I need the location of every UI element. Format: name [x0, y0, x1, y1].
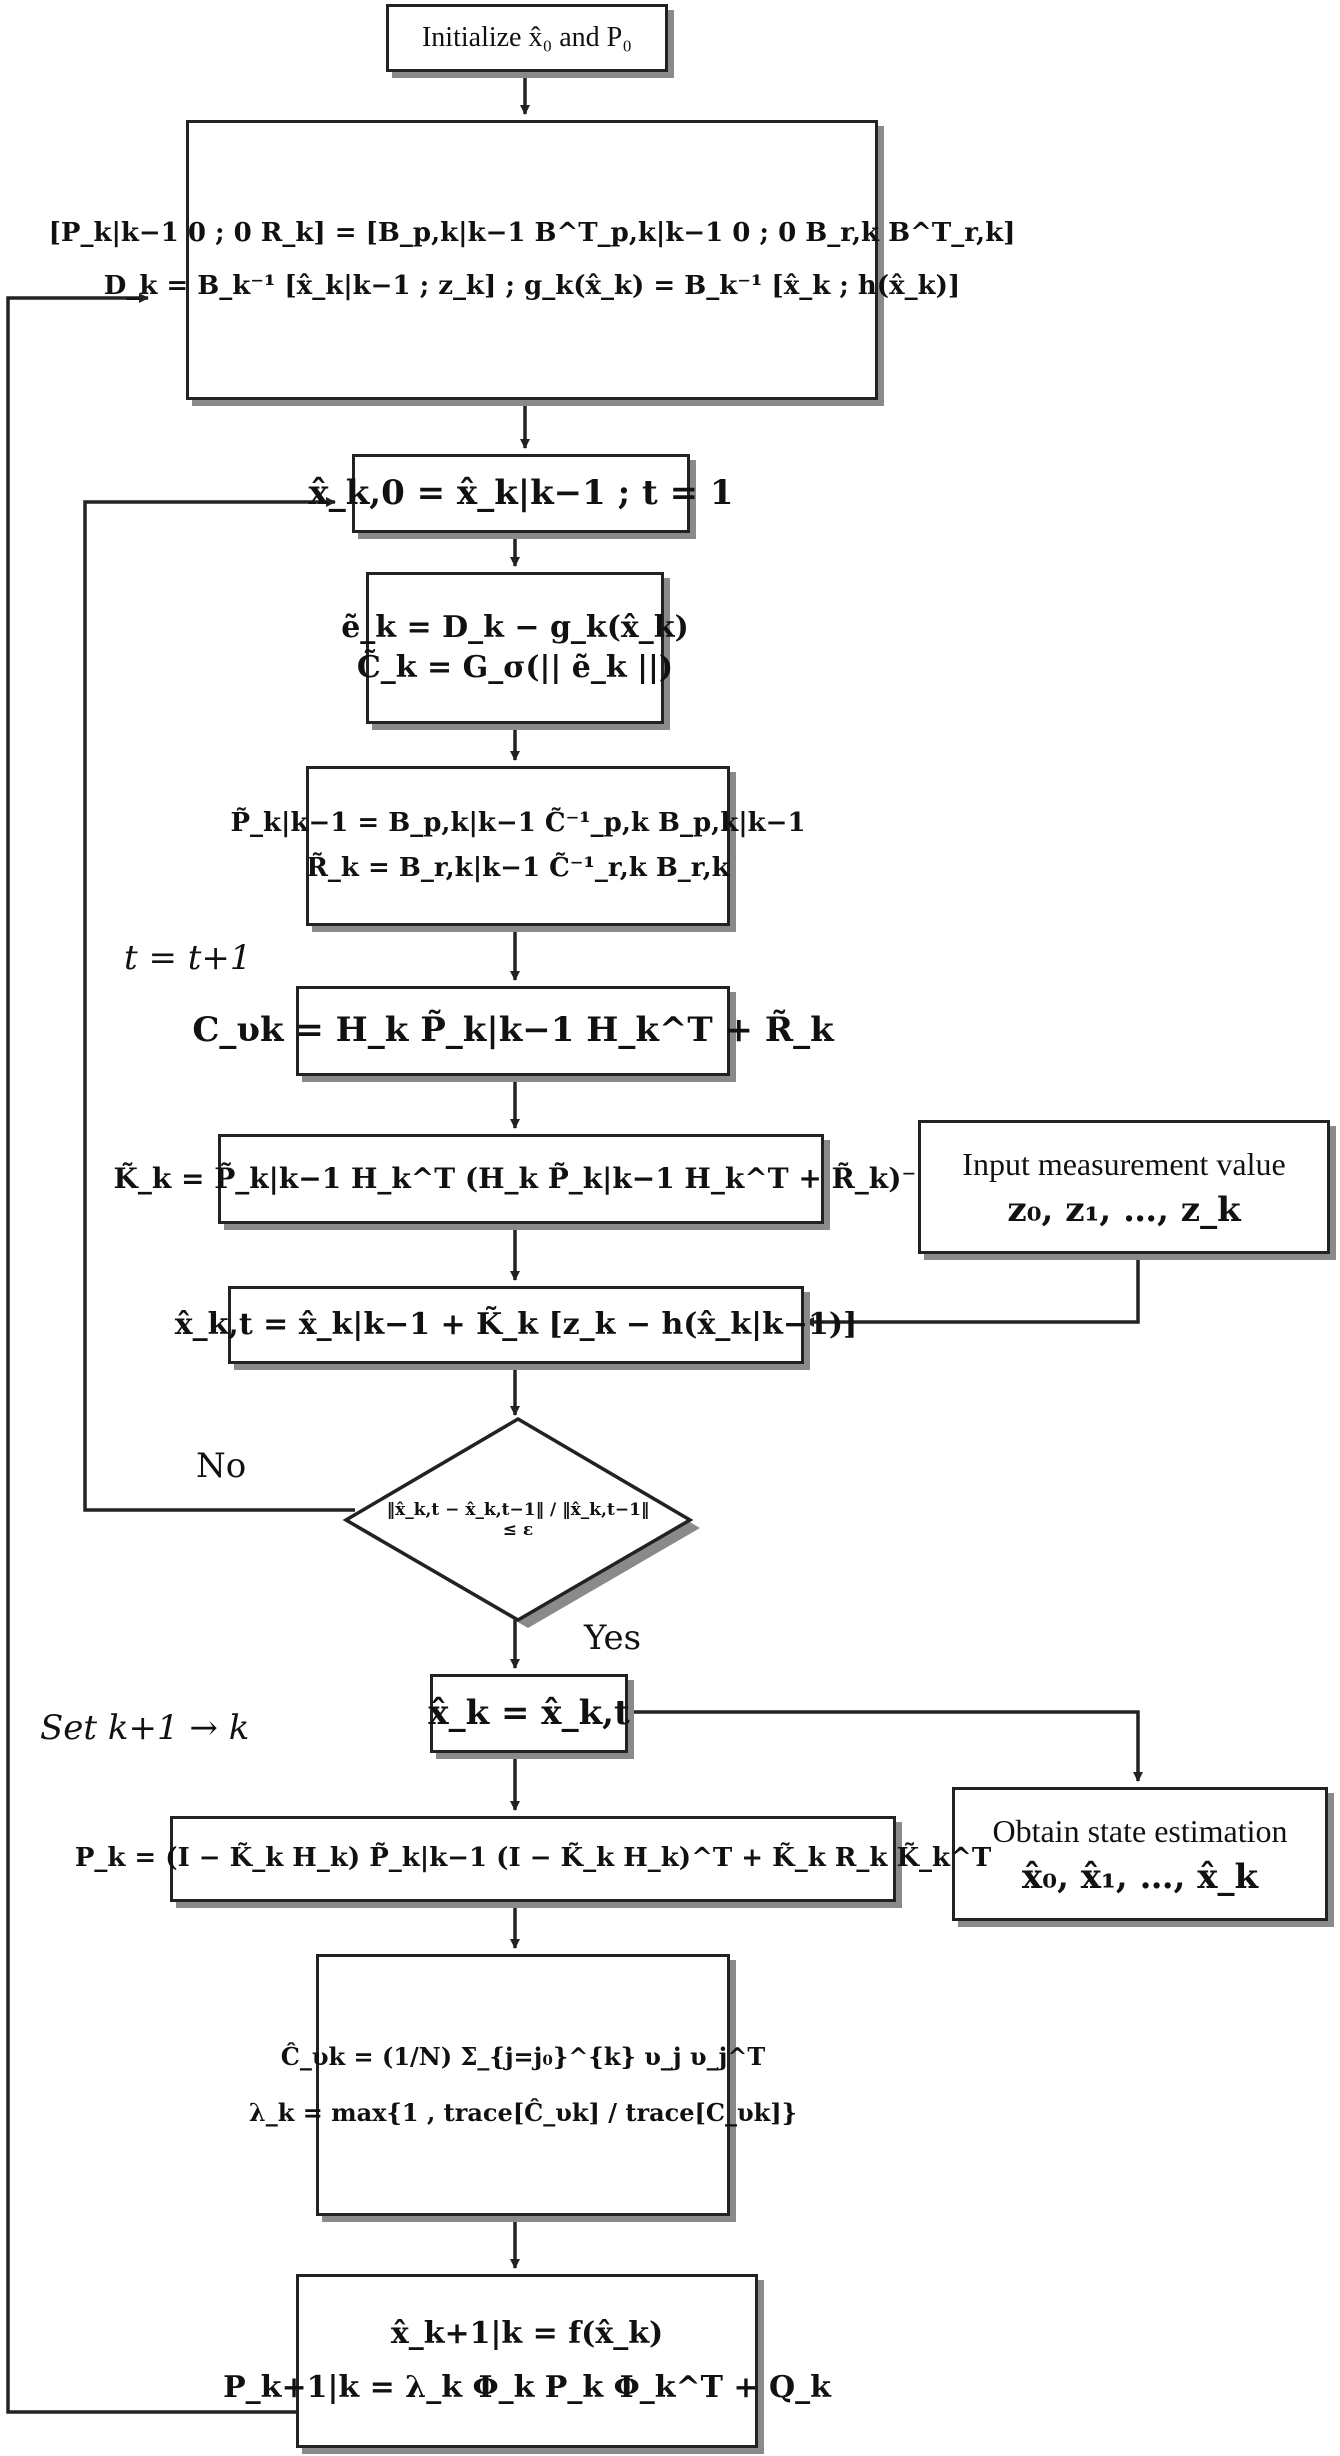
- yes-label: Yes: [584, 1618, 642, 1658]
- arrow-accept-output: [628, 1710, 1143, 1782]
- output-box: Obtain state estimation x̂₀, x̂₁, …, x̂_…: [952, 1787, 1328, 1921]
- modified-p-eq: P̃_k|k−1 = B_p,k|k−1 C̃⁻¹_p,k B_p,k|k−1: [230, 807, 806, 838]
- gain-box: K̃_k = P̃_k|k−1 H_k^T (H_k P̃_k|k−1 H_k^…: [114, 1134, 929, 1224]
- prior-box: [P_k|k−1 0 ; 0 R_k] = [B_p,k|k−1 B^T_p,k…: [49, 120, 1015, 400]
- arrow-input-update: [804, 1254, 1140, 1327]
- input-values: z₀, z₁, …, z_k: [1007, 1190, 1241, 1231]
- update-eq: x̂_k,t = x̂_k|k−1 + K̃_k [z_k − h(x̂_k|k…: [174, 1306, 858, 1342]
- state-prediction-eq: x̂_k+1|k = f(x̂_k): [390, 2315, 664, 2351]
- input-title: Input measurement value: [962, 1146, 1286, 1183]
- modified-cov-box: P̃_k|k−1 = B_p,k|k−1 C̃⁻¹_p,k B_p,k|k−1 …: [230, 766, 806, 926]
- accept-box: x̂_k = x̂_k,t: [428, 1674, 630, 1753]
- loop-inner: [83, 497, 355, 1512]
- modified-r-eq: R̃_k = B_r,k|k−1 C̃⁻¹_r,k B_r,k: [306, 853, 730, 883]
- covariance-prediction-eq: P_k+1|k = λ_k Φ_k P_k Φ_k^T + Q_k: [223, 2370, 831, 2405]
- posterior-cov-eq: P_k = (I − K̃_k H_k) P̃_k|k−1 (I − K̃_k …: [74, 1843, 992, 1874]
- iter-init-box: x̂_k,0 = x̂_k|k−1 ; t = 1: [308, 454, 734, 533]
- iter-init-eq: x̂_k,0 = x̂_k|k−1 ; t = 1: [308, 472, 734, 513]
- innovation-cov-box: C_υk = H_k P̃_k|k−1 H_k^T + R̃_k: [192, 986, 834, 1076]
- loop-outer: [6, 293, 296, 2414]
- outer-loop-label: Set k+1 → k: [40, 1708, 250, 1748]
- init-text: Initialize x̂₀ and P₀: [421, 22, 633, 53]
- gain-eq: K̃_k = P̃_k|k−1 H_k^T (H_k P̃_k|k−1 H_k^…: [113, 1162, 929, 1196]
- fading-factor-eq: λ_k = max{1 , trace[Ĉ_υk] / trace[C_υk]}: [248, 2098, 798, 2127]
- prediction-box: x̂_k+1|k = f(x̂_k) P_k+1|k = λ_k Φ_k P_k…: [223, 2274, 831, 2448]
- error-box: ẽ_k = D_k − g_k(x̂_k) C̃_k = G_σ(|| ẽ_k …: [341, 572, 689, 724]
- innovation-cov-eq: C_υk = H_k P̃_k|k−1 H_k^T + R̃_k: [192, 1010, 834, 1051]
- output-title: Obtain state estimation: [992, 1813, 1288, 1850]
- correntropy-eq: C̃_k = G_σ(|| ẽ_k ||): [356, 650, 674, 685]
- posterior-cov-box: P_k = (I − K̃_k H_k) P̃_k|k−1 (I − K̃_k …: [75, 1816, 991, 1902]
- input-box: Input measurement value z₀, z₁, …, z_k: [918, 1120, 1330, 1254]
- output-values: x̂₀, x̂₁, …, x̂_k: [1021, 1857, 1259, 1898]
- error-eq: ẽ_k = D_k − g_k(x̂_k): [341, 609, 689, 645]
- prior-covariance-eq: [P_k|k−1 0 ; 0 R_k] = [B_p,k|k−1 B^T_p,k…: [48, 217, 1016, 248]
- update-box: x̂_k,t = x̂_k|k−1 + K̃_k [z_k − h(x̂_k|k…: [175, 1286, 857, 1364]
- fading-box: Ĉ_υk = (1/N) Σ_{j=j₀}^{k} υ_j υ_j^T λ_k …: [249, 1954, 797, 2216]
- accept-eq: x̂_k = x̂_k,t: [428, 1692, 630, 1733]
- check-diamond: [342, 1416, 694, 1623]
- convergence-check: ‖x̂_k,t − x̂_k,t−1‖ / ‖x̂_k,t−1‖ ≤ ε: [386, 1500, 650, 1541]
- inner-loop-label: t = t+1: [124, 938, 252, 978]
- no-label: No: [196, 1446, 247, 1486]
- prior-measurement-eq: D_k = B_k⁻¹ [x̂_k|k−1 ; z_k] ; g_k(x̂_k)…: [103, 271, 961, 301]
- init-box: Initialize x̂₀ and P₀: [386, 4, 668, 72]
- innovation-estimate-eq: Ĉ_υk = (1/N) Σ_{j=j₀}^{k} υ_j υ_j^T: [280, 2041, 766, 2071]
